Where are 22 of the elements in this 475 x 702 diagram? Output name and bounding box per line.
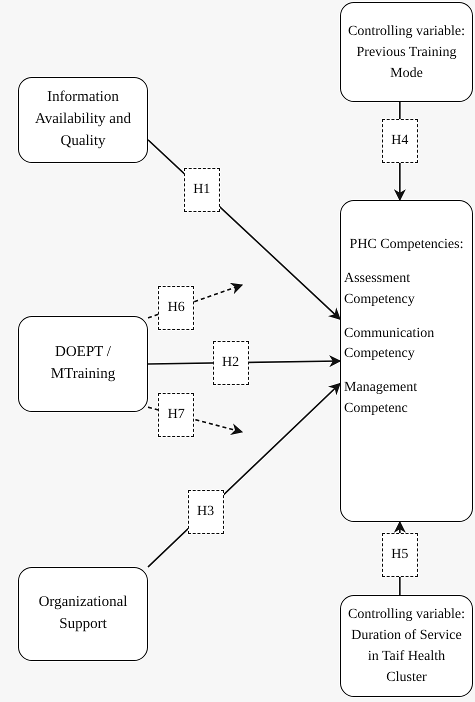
edge-label: H1 xyxy=(184,168,220,212)
process-box xyxy=(340,595,473,697)
node-text: DOEPT / MTraining xyxy=(50,343,116,384)
node-text: Controlling variable: Previous Training Mode xyxy=(346,22,466,82)
edge-label: H4 xyxy=(382,119,418,164)
node-text: Organizational Support xyxy=(38,593,128,634)
node-text: PHC Competencies: xyxy=(350,236,464,254)
node-text: Controlling variable: Duration of Service in Taif Health Cluster xyxy=(346,606,466,687)
edge-label: H3 xyxy=(188,490,224,534)
edge-label: H5 xyxy=(382,532,418,577)
node-text: Management Competenc xyxy=(343,379,418,418)
process-box xyxy=(340,2,473,102)
process-box xyxy=(18,316,148,412)
process-box xyxy=(18,567,148,661)
process-box xyxy=(340,200,473,522)
edge-label: H2 xyxy=(212,340,249,385)
node-text: Communication Competency xyxy=(343,324,436,364)
edge-label: H7 xyxy=(158,392,194,437)
node-text: Information Availability and Quality xyxy=(34,88,132,151)
process-box xyxy=(18,77,148,163)
edge-label: H6 xyxy=(158,286,194,330)
node-text: Assessment Competency xyxy=(343,270,416,309)
